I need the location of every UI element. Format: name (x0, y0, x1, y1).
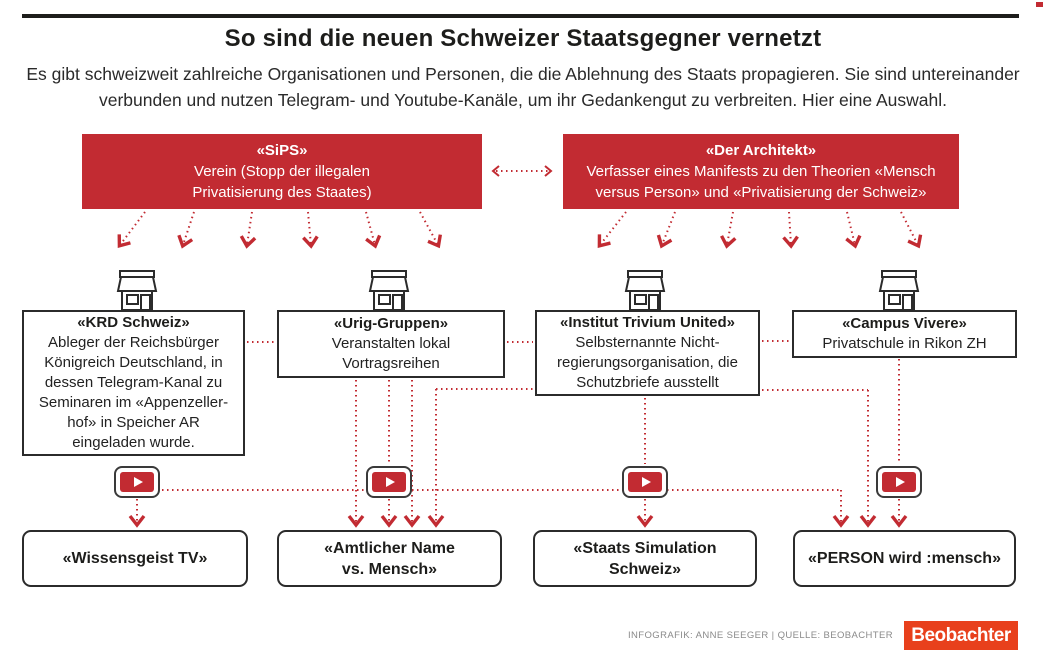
storefront-icon (116, 270, 158, 311)
node-wissensgeist-tv: «Wissensgeist TV» (22, 530, 248, 587)
node-name: «Der Architekt» (705, 142, 817, 159)
credit-line: INFOGRAFIK: ANNE SEEGER | QUELLE: BEOBAC… (627, 630, 893, 641)
storefront-icon (624, 270, 666, 311)
node-description: Privatschule in Rikon ZH (822, 335, 987, 352)
title-rule (22, 14, 1019, 18)
node-name: «Staats Simulation Schweiz» (573, 539, 717, 578)
node-description: Selbsternannte Nicht-regierungsorganisat… (557, 334, 738, 391)
node-description: Veranstalten lokal Vortragsreihen (331, 335, 451, 372)
youtube-icon (876, 466, 922, 498)
node-name: «Amtlicher Name vs. Mensch» (324, 539, 455, 578)
page-subtitle: Es gibt schweizweit zahlreiche Organisat… (0, 61, 1046, 113)
youtube-icon (114, 466, 160, 498)
subtitle-line-1: Es gibt schweizweit zahlreiche Organisat… (26, 64, 1020, 84)
youtube-icon (366, 466, 412, 498)
page-title: So sind die neuen Schweizer Staatsgegner… (224, 25, 822, 52)
node-name: «PERSON wird :mensch» (808, 550, 1001, 567)
storefront-icon (878, 270, 920, 311)
node-der-architekt: «Der Architekt» Verfasser eines Manifest… (563, 134, 959, 209)
node-name: «SiPS» (256, 142, 308, 159)
corner-mark (1036, 2, 1043, 7)
node-krd-schweiz: «KRD Schweiz» Ableger der Reichsbürger K… (22, 310, 245, 456)
node-name: «Institut Trivium United» (559, 314, 736, 331)
node-staats-simulation-schweiz: «Staats Simulation Schweiz» (533, 530, 757, 587)
node-name: «KRD Schweiz» (77, 314, 190, 331)
node-institut-trivium-united: «Institut Trivium United» Selbsternannte… (535, 310, 760, 396)
node-sips: «SiPS» Verein (Stopp der illegalen Priva… (82, 134, 482, 209)
node-name: «Wissensgeist TV» (62, 550, 208, 567)
node-campus-vivere: «Campus Vivere» Privatschule in Rikon ZH (792, 310, 1017, 358)
node-amtlicher-name-vs-mensch: «Amtlicher Name vs. Mensch» (277, 530, 502, 587)
node-urig-gruppen: «Urig-Gruppen» Veranstalten lokal Vortra… (277, 310, 505, 378)
node-name: «Urig-Gruppen» (333, 315, 449, 332)
node-description: Verein (Stopp der illegalen Privatisieru… (192, 163, 372, 201)
node-description: Ableger der Reichsbürger Königreich Deut… (38, 334, 229, 451)
storefront-icon (368, 270, 410, 311)
node-description: Verfasser eines Manifests zu den Theorie… (586, 163, 936, 201)
beobachter-logo: Beobachter (904, 621, 1018, 650)
subtitle-line-2: verbunden und nutzen Telegram- und Youtu… (98, 90, 947, 110)
node-name: «Campus Vivere» (842, 315, 967, 332)
youtube-icon (622, 466, 668, 498)
node-person-wird-mensch: «PERSON wird :mensch» (793, 530, 1016, 587)
